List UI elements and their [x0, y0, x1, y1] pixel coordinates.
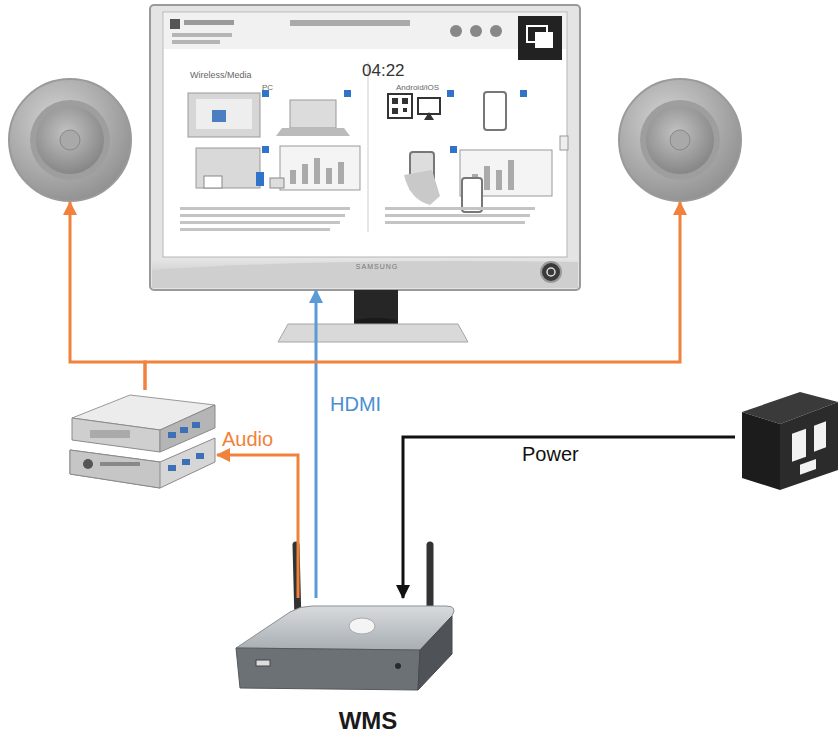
cable-connector [217, 455, 298, 598]
connection-label: Audio [222, 428, 273, 450]
cable-connector [145, 202, 680, 390]
cable-connector [403, 437, 735, 598]
wms-device: WMS [228, 598, 458, 690]
screen-text: Android/iOS [396, 84, 439, 93]
display-monitor: Wireless/Media 04:22PC Android/iOS [150, 5, 580, 290]
connection-label: HDMI [330, 393, 381, 415]
speaker [8, 78, 132, 202]
cable-connector [70, 202, 145, 390]
brand-label: SAMSUNG [352, 263, 402, 271]
power-adapter [735, 388, 840, 498]
cable-connector [315, 290, 318, 598]
connection-label: Power [522, 443, 579, 465]
audio-amplifier [65, 390, 217, 490]
speaker-right-art [619, 79, 741, 201]
adapter-art [742, 392, 838, 490]
amplifier-art [70, 395, 215, 488]
screen-text: 04:22 [362, 62, 405, 81]
monitor-art [150, 5, 580, 342]
screen-text: PC [262, 84, 273, 93]
screen-text: Wireless/Media [190, 71, 252, 81]
speaker [618, 78, 742, 202]
device-label: WMS [308, 708, 428, 734]
speaker-left-art [9, 79, 131, 201]
wms-art [236, 545, 454, 690]
